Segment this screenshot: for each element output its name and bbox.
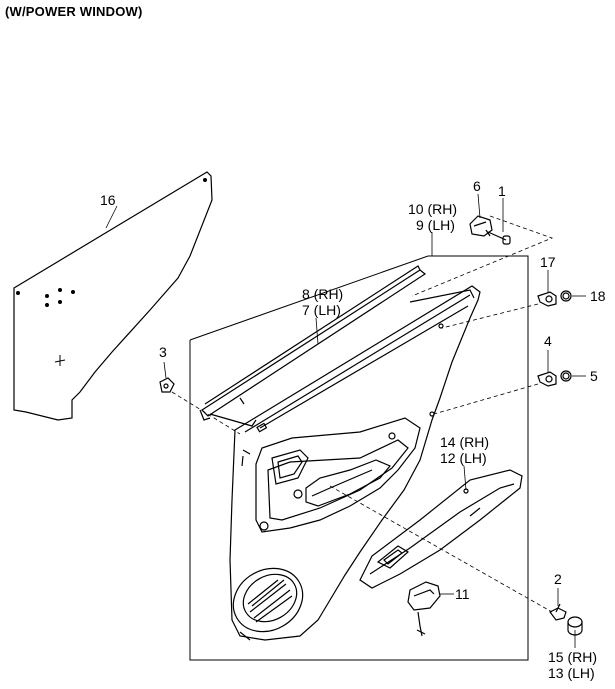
page-title: (W/POWER WINDOW) bbox=[5, 4, 143, 19]
callout-18: 18 bbox=[590, 288, 606, 304]
callout-13: 13 (LH) bbox=[548, 665, 595, 681]
bracket-9-10 bbox=[469, 215, 493, 237]
callout-12: 12 (LH) bbox=[440, 450, 487, 466]
vapor-shield-16 bbox=[13, 171, 213, 421]
callout-6: 6 bbox=[473, 178, 481, 194]
clip-4 bbox=[537, 371, 557, 387]
callout-4: 4 bbox=[544, 333, 552, 349]
washer-5 bbox=[560, 370, 572, 382]
callout-2: 2 bbox=[554, 571, 562, 587]
screw-2 bbox=[549, 603, 567, 621]
callout-9: 9 (LH) bbox=[416, 217, 455, 233]
callout-5: 5 bbox=[590, 368, 598, 384]
weatherstrip-7-8 bbox=[199, 265, 427, 433]
washer-18 bbox=[560, 290, 572, 302]
callout-8: 8 (RH) bbox=[302, 286, 343, 302]
window-switch-11 bbox=[407, 581, 441, 637]
callout-14: 14 (RH) bbox=[440, 434, 489, 450]
callout-11: 11 bbox=[455, 586, 470, 602]
panel-assembly-frame bbox=[189, 255, 529, 661]
callout-10: 10 (RH) bbox=[408, 201, 457, 217]
screw-1 bbox=[485, 229, 511, 245]
callout-1: 1 bbox=[498, 183, 506, 199]
callout-7: 7 (LH) bbox=[302, 302, 341, 318]
callout-labels: 1 2 3 4 5 6 7 (LH) 8 (RH) 9 (LH) 10 (RH)… bbox=[100, 178, 606, 681]
leader-lines bbox=[163, 193, 586, 648]
door-trim-panel bbox=[229, 285, 481, 641]
switch-panel-12-14 bbox=[359, 469, 523, 589]
callout-17: 17 bbox=[540, 254, 556, 270]
callout-15: 15 (RH) bbox=[548, 649, 597, 665]
callout-16: 16 bbox=[100, 192, 116, 208]
clip-3 bbox=[159, 377, 175, 393]
clip-17 bbox=[537, 291, 557, 307]
callout-3: 3 bbox=[159, 344, 167, 360]
